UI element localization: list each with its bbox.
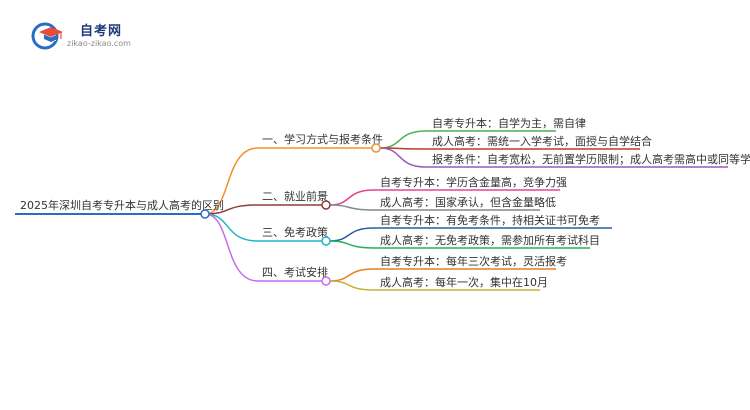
branch-connector bbox=[204, 147, 259, 215]
leaf-connector bbox=[329, 280, 375, 291]
leaf-connector bbox=[329, 227, 375, 242]
branch-node-dot[interactable] bbox=[321, 276, 331, 286]
site-logo[interactable]: 自考网 zikao-zikao.com bbox=[30, 18, 170, 54]
branch-label: 一、学习方式与报考条件 bbox=[262, 132, 383, 146]
mind-map-nodes: 2025年深圳自考专升本与成人高考的区别 一、学习方式与报考条件 自考专升本：自学为… bbox=[20, 116, 750, 289]
branch-label: 三、免考政策 bbox=[262, 225, 328, 239]
branch-connector bbox=[204, 213, 259, 282]
leaf-label: 成人高考：无免考政策，需参加所有考试科目 bbox=[380, 233, 600, 247]
mind-map-connectors bbox=[15, 130, 728, 291]
branch-node-dot[interactable] bbox=[321, 200, 331, 210]
logo-title: 自考网 bbox=[80, 24, 123, 39]
leaf-label: 成人高考：需统一入学考试，面授与自学结合 bbox=[432, 134, 652, 148]
leaf-connector bbox=[329, 204, 375, 211]
leaf-label: 自考专升本：有免考条件，持相关证书可免考 bbox=[380, 213, 600, 227]
leaf-connector bbox=[329, 268, 375, 282]
root-node-dot[interactable] bbox=[200, 209, 210, 219]
leaf-connector bbox=[329, 240, 375, 249]
branch-connector bbox=[204, 204, 259, 215]
leaf-connector bbox=[329, 189, 375, 206]
leaf-label: 成人高考：国家承认，但含金量略低 bbox=[380, 195, 556, 209]
leaf-label: 自考专升本：自学为主，需自律 bbox=[432, 116, 586, 130]
leaf-label: 自考专升本：每年三次考试，灵活报考 bbox=[380, 254, 567, 268]
branch-node-dot[interactable] bbox=[321, 236, 331, 246]
logo-url: zikao-zikao.com bbox=[67, 39, 131, 48]
branch-node-dot[interactable] bbox=[371, 143, 381, 153]
leaf-label: 报考条件：自考宽松，无前置学历限制；成人高考需高中或同等学历 bbox=[432, 152, 750, 166]
leaf-connector bbox=[379, 130, 427, 149]
branch-label: 四、考试安排 bbox=[262, 265, 328, 279]
branch-label: 二、就业前景 bbox=[262, 189, 328, 203]
root-topic: 2025年深圳自考专升本与成人高考的区别 bbox=[20, 198, 224, 212]
leaf-label: 自考专升本：学历含金量高，竞争力强 bbox=[380, 175, 567, 189]
branch-connector bbox=[204, 213, 259, 242]
leaf-label: 成人高考：每年一次，集中在10月 bbox=[380, 275, 548, 289]
leaf-connector bbox=[379, 147, 427, 168]
graduation-cap-logo-icon bbox=[31, 22, 63, 50]
